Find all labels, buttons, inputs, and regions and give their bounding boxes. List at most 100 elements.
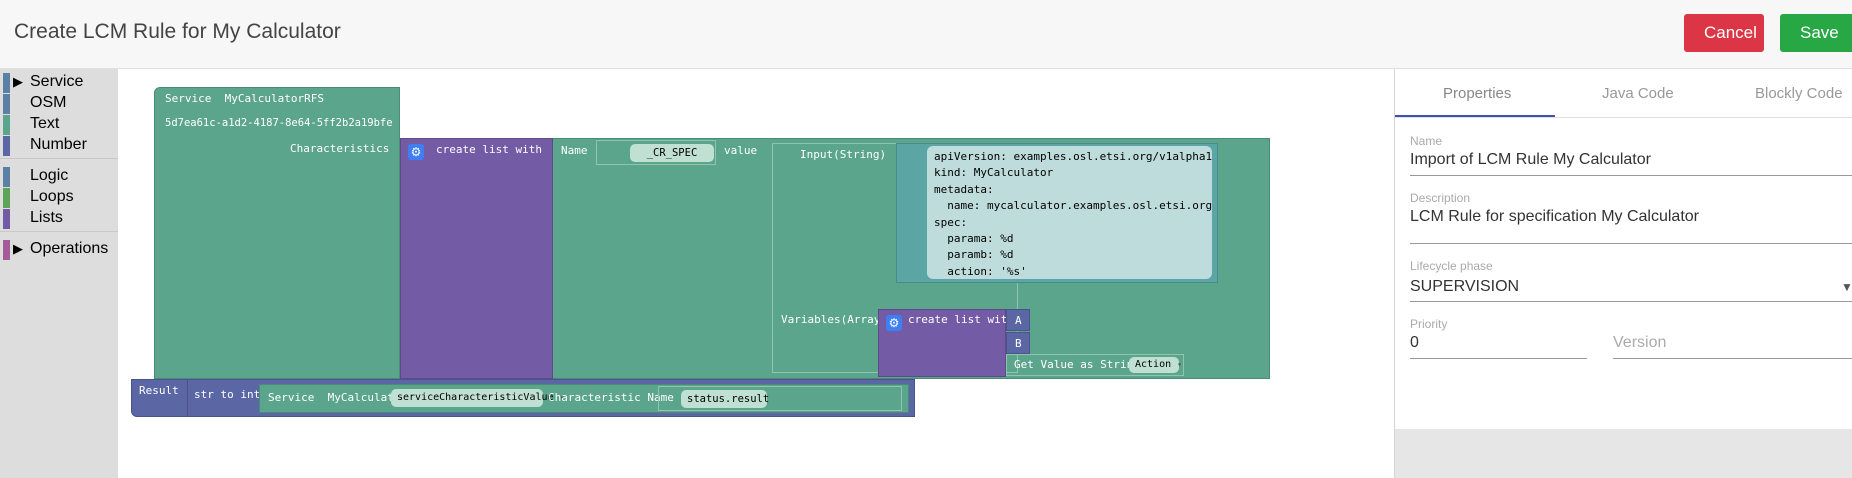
result-label: Result — [139, 384, 179, 397]
name-underline — [1410, 175, 1852, 176]
char-name-label: Characteristic Name — [548, 391, 674, 404]
properties-panel: Properties Java Code Blockly Code Name I… — [1394, 69, 1852, 478]
cancel-button[interactable]: Cancel — [1684, 14, 1764, 52]
create-list-label-2: create list with — [908, 313, 1014, 326]
name-text-block[interactable] — [596, 140, 716, 165]
priority-label: Priority — [1410, 317, 1448, 331]
service-uuid: 5d7ea61c-a1d2-4187-8e64-5ff2b2a19bfe — [165, 117, 393, 129]
toolbox-category-loops[interactable]: Loops — [0, 186, 118, 208]
variable-a-block[interactable] — [1006, 309, 1030, 331]
variable-b: B — [1015, 337, 1022, 350]
action-dropdown-value: Action — [1135, 359, 1172, 370]
get-value-block[interactable] — [1006, 354, 1184, 376]
toolbox-category-operations[interactable]: ▶ Operations — [0, 238, 118, 260]
category-label: Lists — [30, 209, 63, 226]
service-block-header: Service MyCalculatorRFS — [165, 92, 324, 105]
category-swatch — [3, 136, 10, 156]
tab-java-code[interactable]: Java Code — [1602, 85, 1674, 102]
category-swatch — [3, 188, 10, 208]
yaml-text: apiVersion: examples.osl.etsi.org/v1alph… — [934, 149, 1212, 280]
yaml-line: apiVersion: examples.osl.etsi.org/v1alph… — [934, 150, 1213, 163]
category-swatch — [3, 115, 10, 135]
value-label: value — [724, 144, 758, 157]
create-list-label: create list with — [436, 143, 542, 156]
category-label: Logic — [30, 167, 69, 184]
category-label: OSM — [30, 94, 67, 111]
chevron-down-icon[interactable]: ▼ — [1841, 280, 1852, 294]
toolbox-category-lists[interactable]: Lists — [0, 207, 118, 229]
name-value-field[interactable]: _CR_SPEC — [630, 144, 714, 162]
input-string-label: Input(String) — [800, 148, 887, 161]
yaml-text-field[interactable] — [927, 146, 1212, 279]
blockly-workspace[interactable]: Service MyCalculatorRFS 5d7ea61c-a1d2-41… — [118, 69, 1394, 478]
toolbox-category-text[interactable]: Text — [0, 113, 118, 135]
name-input[interactable]: Import of LCM Rule My Calculator — [1410, 151, 1651, 168]
char-name-text-block[interactable] — [658, 386, 902, 411]
char-name-field[interactable]: status.result — [681, 390, 769, 408]
version-input[interactable]: Version — [1613, 334, 1667, 351]
category-label: Text — [30, 115, 60, 132]
service-label: Service — [165, 92, 212, 105]
service-block[interactable] — [154, 87, 400, 379]
service-char-dropdown[interactable]: serviceCharacteristicValue ▾ — [391, 389, 564, 407]
description-underline — [1410, 243, 1852, 244]
toolbox-category-service[interactable]: ▶ Service — [0, 71, 118, 93]
category-label: Number — [30, 136, 87, 153]
category-swatch — [3, 240, 10, 260]
str-to-int-label: str to int — [194, 388, 261, 401]
category-swatch — [3, 209, 10, 229]
expand-arrow-icon: ▶ — [13, 74, 23, 89]
version-underline — [1613, 358, 1852, 359]
lifecycle-label: Lifecycle phase — [1410, 259, 1493, 273]
name-label: Name — [1410, 134, 1443, 148]
save-button[interactable]: Save — [1780, 14, 1852, 52]
yaml-line: spec: — [934, 215, 968, 229]
variable-a: A — [1015, 314, 1022, 327]
active-tab-indicator — [1395, 115, 1555, 117]
action-dropdown[interactable]: Action ▾ — [1129, 357, 1182, 373]
variables-label: Variables(Array) — [781, 313, 887, 326]
result-block[interactable] — [131, 379, 189, 417]
get-value-label: Get Value as String — [1014, 358, 1140, 371]
yaml-line: name: mycalculator.examples.osl.etsi.org — [934, 199, 1213, 213]
category-label: Loops — [30, 188, 74, 205]
toolbox-category-osm[interactable]: OSM — [0, 92, 118, 114]
category-swatch — [3, 73, 10, 93]
gear-icon[interactable]: ⚙ — [886, 315, 902, 331]
toolbox-separator — [0, 231, 118, 232]
service-char-value-block[interactable] — [259, 384, 909, 413]
variable-b-block[interactable] — [1006, 332, 1030, 354]
properties-panel-body: Properties Java Code Blockly Code Name I… — [1395, 69, 1852, 429]
characteristics-label: Characteristics — [290, 142, 390, 155]
yaml-line: paramb: %d — [934, 248, 1014, 262]
toolbox-category-logic[interactable]: Logic — [0, 165, 118, 187]
page-header: Create LCM Rule for My Calculator Cancel… — [0, 0, 1852, 69]
service-name: MyCalculatorRFS — [224, 92, 324, 105]
expand-arrow-icon: ▶ — [13, 241, 23, 256]
category-swatch — [3, 167, 10, 187]
yaml-line: kind: MyCalculator — [934, 166, 1054, 180]
tabs-divider — [1395, 117, 1852, 118]
gear-icon[interactable]: ⚙ — [408, 144, 424, 160]
description-label: Description — [1410, 191, 1471, 205]
dropdown-arrow-icon: ▾ — [559, 393, 565, 402]
priority-underline — [1410, 358, 1587, 359]
lifecycle-select[interactable]: SUPERVISION — [1410, 278, 1520, 295]
create-list-block[interactable] — [400, 138, 553, 379]
lifecycle-underline — [1410, 301, 1852, 302]
category-label: Service — [30, 73, 84, 90]
yaml-line: metadata: — [934, 182, 994, 196]
category-label: Operations — [30, 240, 109, 257]
toolbox-separator — [0, 158, 118, 159]
dropdown-arrow-icon: ▾ — [1177, 360, 1182, 369]
tab-properties[interactable]: Properties — [1443, 85, 1512, 102]
service2-label: Service — [268, 391, 315, 404]
description-textarea[interactable]: LCM Rule for specification My Calculator — [1410, 208, 1699, 225]
toolbox-category-number[interactable]: Number — [0, 134, 118, 156]
service-char-dropdown-value: serviceCharacteristicValue — [397, 392, 554, 403]
yaml-line: action: '%s' — [934, 264, 1027, 278]
tab-blockly-code[interactable]: Blockly Code — [1755, 85, 1843, 102]
priority-input[interactable]: 0 — [1410, 334, 1419, 351]
yaml-line: parama: %d — [934, 232, 1014, 246]
page-title: Create LCM Rule for My Calculator — [14, 20, 341, 43]
